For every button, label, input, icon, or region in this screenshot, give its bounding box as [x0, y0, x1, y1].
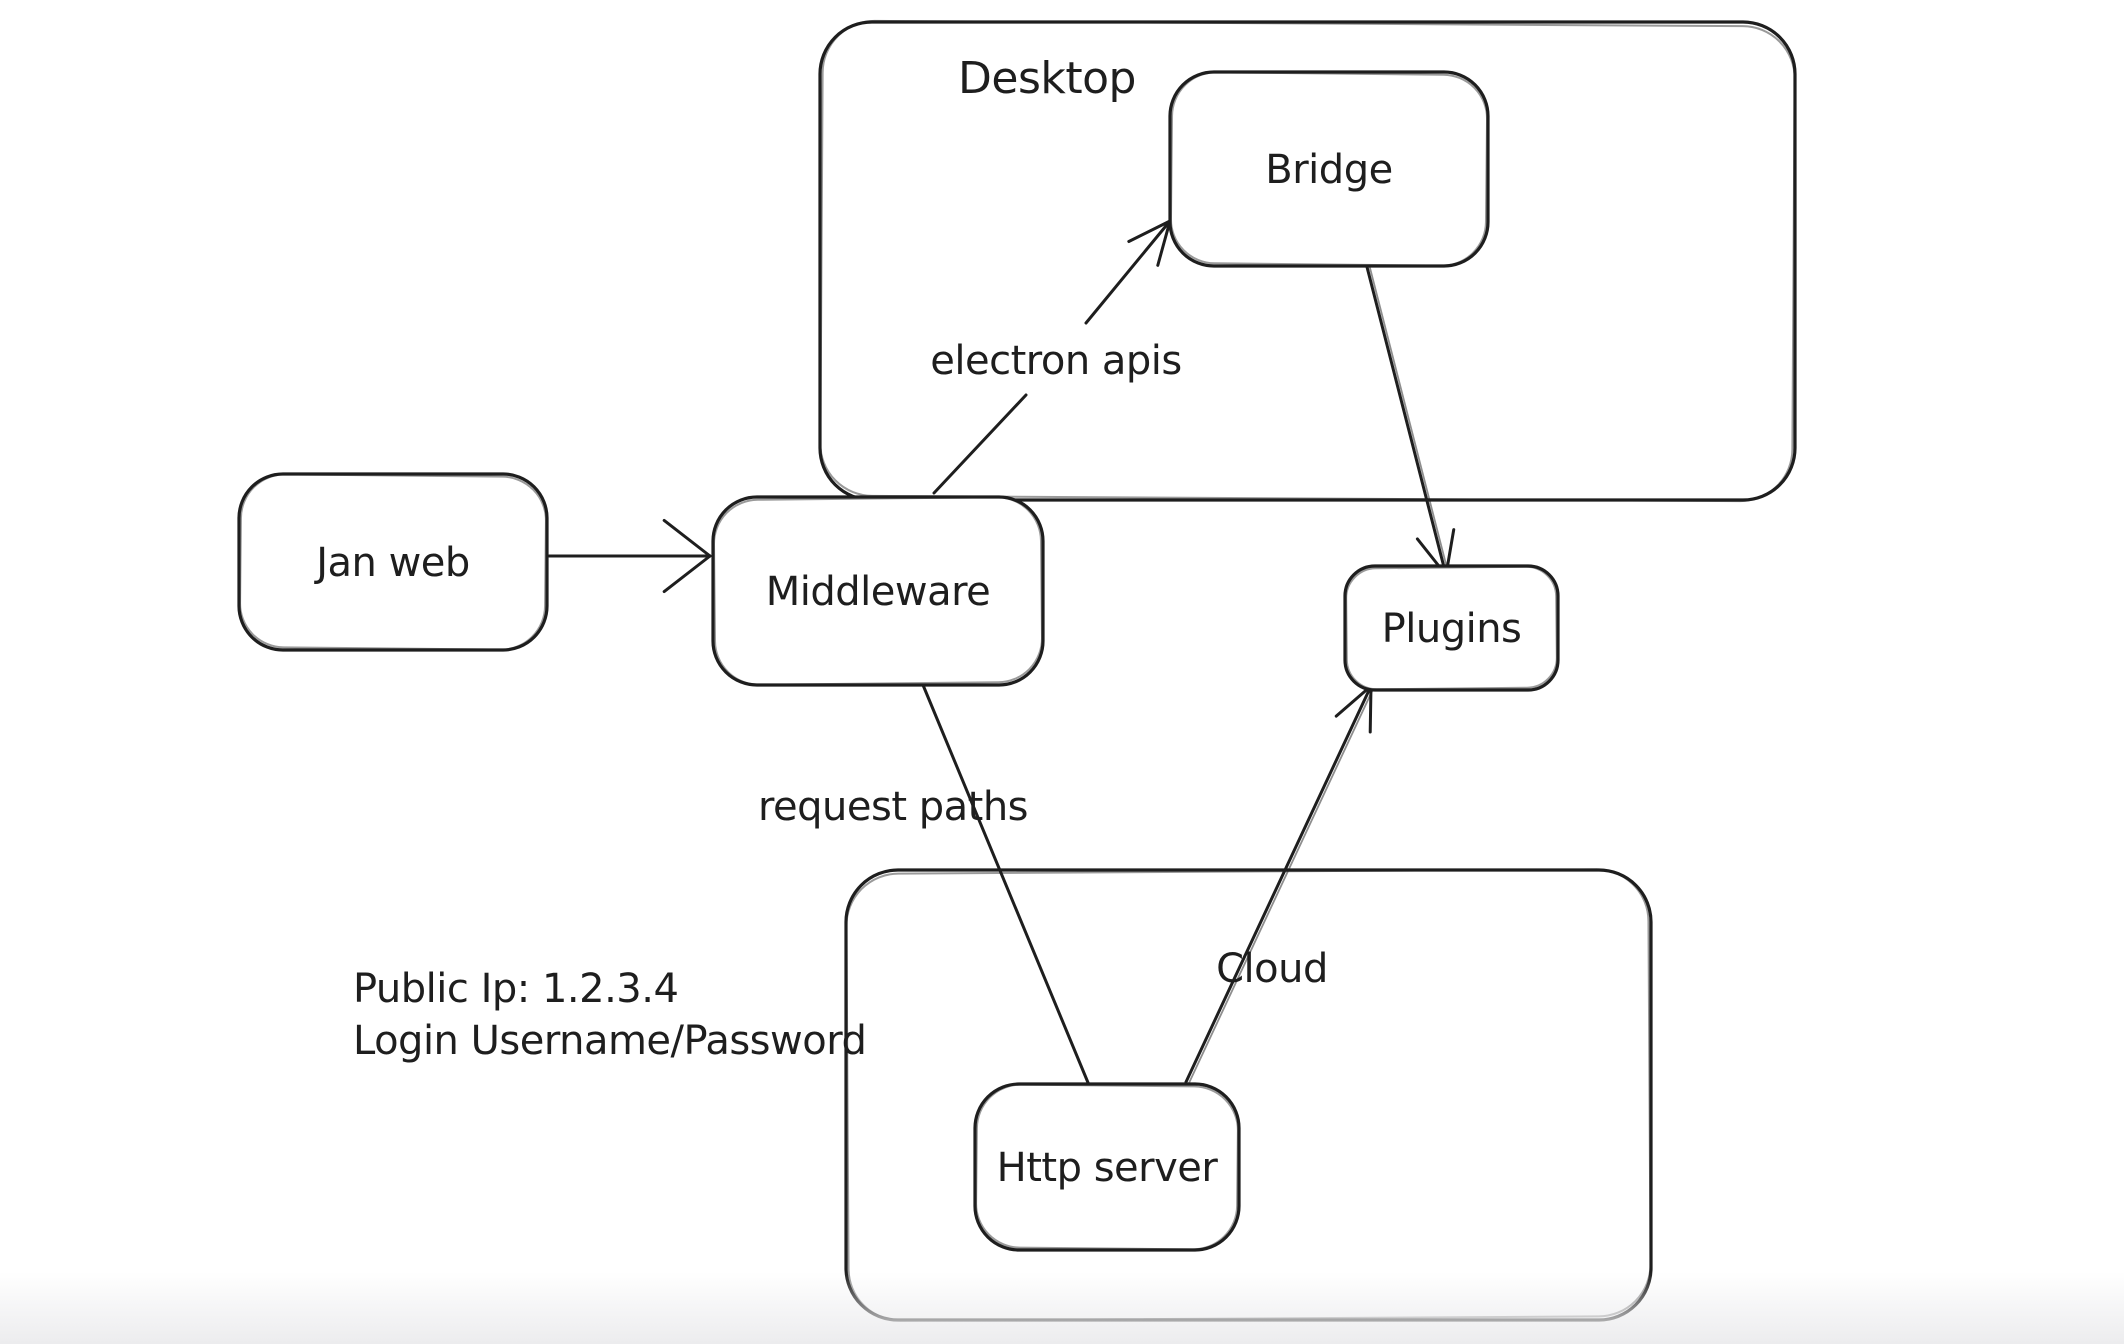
arrowhead — [662, 554, 712, 594]
edge-label-electron-apis[interactable]: electron apis — [930, 338, 1182, 384]
edge-label-text-electron-apis: electron apis — [930, 338, 1181, 384]
node-bridge[interactable]: Bridge — [1168, 70, 1490, 268]
shape-outline-echo — [975, 1083, 1239, 1251]
shape-outline — [237, 472, 549, 652]
shape-outline-echo — [1169, 71, 1489, 267]
edge-middleware-to-bridge[interactable] — [932, 219, 1172, 495]
edge-line-echo — [1369, 267, 1450, 577]
shape-outline-echo — [712, 496, 1044, 686]
edge-label-request-paths[interactable]: request paths — [758, 784, 1029, 830]
shape-outline — [1168, 70, 1490, 268]
annotation-login-credentials[interactable]: Login Username/Password — [353, 1018, 867, 1064]
edge-line — [1184, 684, 1373, 1084]
annotation-text-login-credentials: Login Username/Password — [353, 1018, 866, 1064]
edge-line — [1084, 219, 1172, 325]
shape-outline — [973, 1082, 1241, 1252]
node-label-jan-web: Jan web — [313, 540, 470, 586]
edge-line — [1365, 265, 1448, 577]
annotation-text-public-ip: Public Ip: 1.2.3.4 — [353, 966, 678, 1012]
container-label-desktop: Desktop — [958, 53, 1136, 104]
shape-outline — [844, 868, 1653, 1322]
node-label-plugins: Plugins — [1382, 606, 1522, 652]
annotation-public-ip[interactable]: Public Ip: 1.2.3.4 — [353, 966, 679, 1012]
node-label-http-server: Http server — [997, 1145, 1219, 1191]
node-jan-web[interactable]: Jan web — [237, 472, 549, 652]
shape-outline — [711, 495, 1045, 687]
node-middleware[interactable]: Middleware — [711, 495, 1045, 687]
arrowhead — [1368, 684, 1373, 734]
edge-line — [932, 393, 1028, 495]
edge-middleware-to-http-server[interactable] — [921, 683, 1091, 1087]
shape-outline-echo — [819, 19, 1796, 503]
shape-outline-echo — [1345, 565, 1558, 691]
node-plugins[interactable]: Plugins — [1343, 564, 1560, 692]
edge-label-text-request-paths: request paths — [758, 784, 1028, 830]
arrowhead — [662, 518, 712, 558]
edge-line-echo — [1188, 686, 1375, 1084]
edge-line — [921, 683, 1091, 1087]
node-http-server[interactable]: Http server — [973, 1082, 1241, 1252]
shape-outline — [1343, 564, 1560, 692]
node-label-bridge: Bridge — [1265, 147, 1392, 193]
shape-outline-echo — [239, 473, 547, 651]
edge-jan-web-to-middleware[interactable] — [547, 518, 712, 594]
arrowhead — [1156, 219, 1172, 267]
node-label-middleware: Middleware — [766, 569, 991, 615]
arrowhead — [1127, 219, 1172, 243]
container-cloud[interactable]: Cloud — [844, 868, 1653, 1322]
edge-http-server-to-plugins[interactable] — [1184, 684, 1375, 1084]
arrowhead — [1334, 684, 1373, 718]
